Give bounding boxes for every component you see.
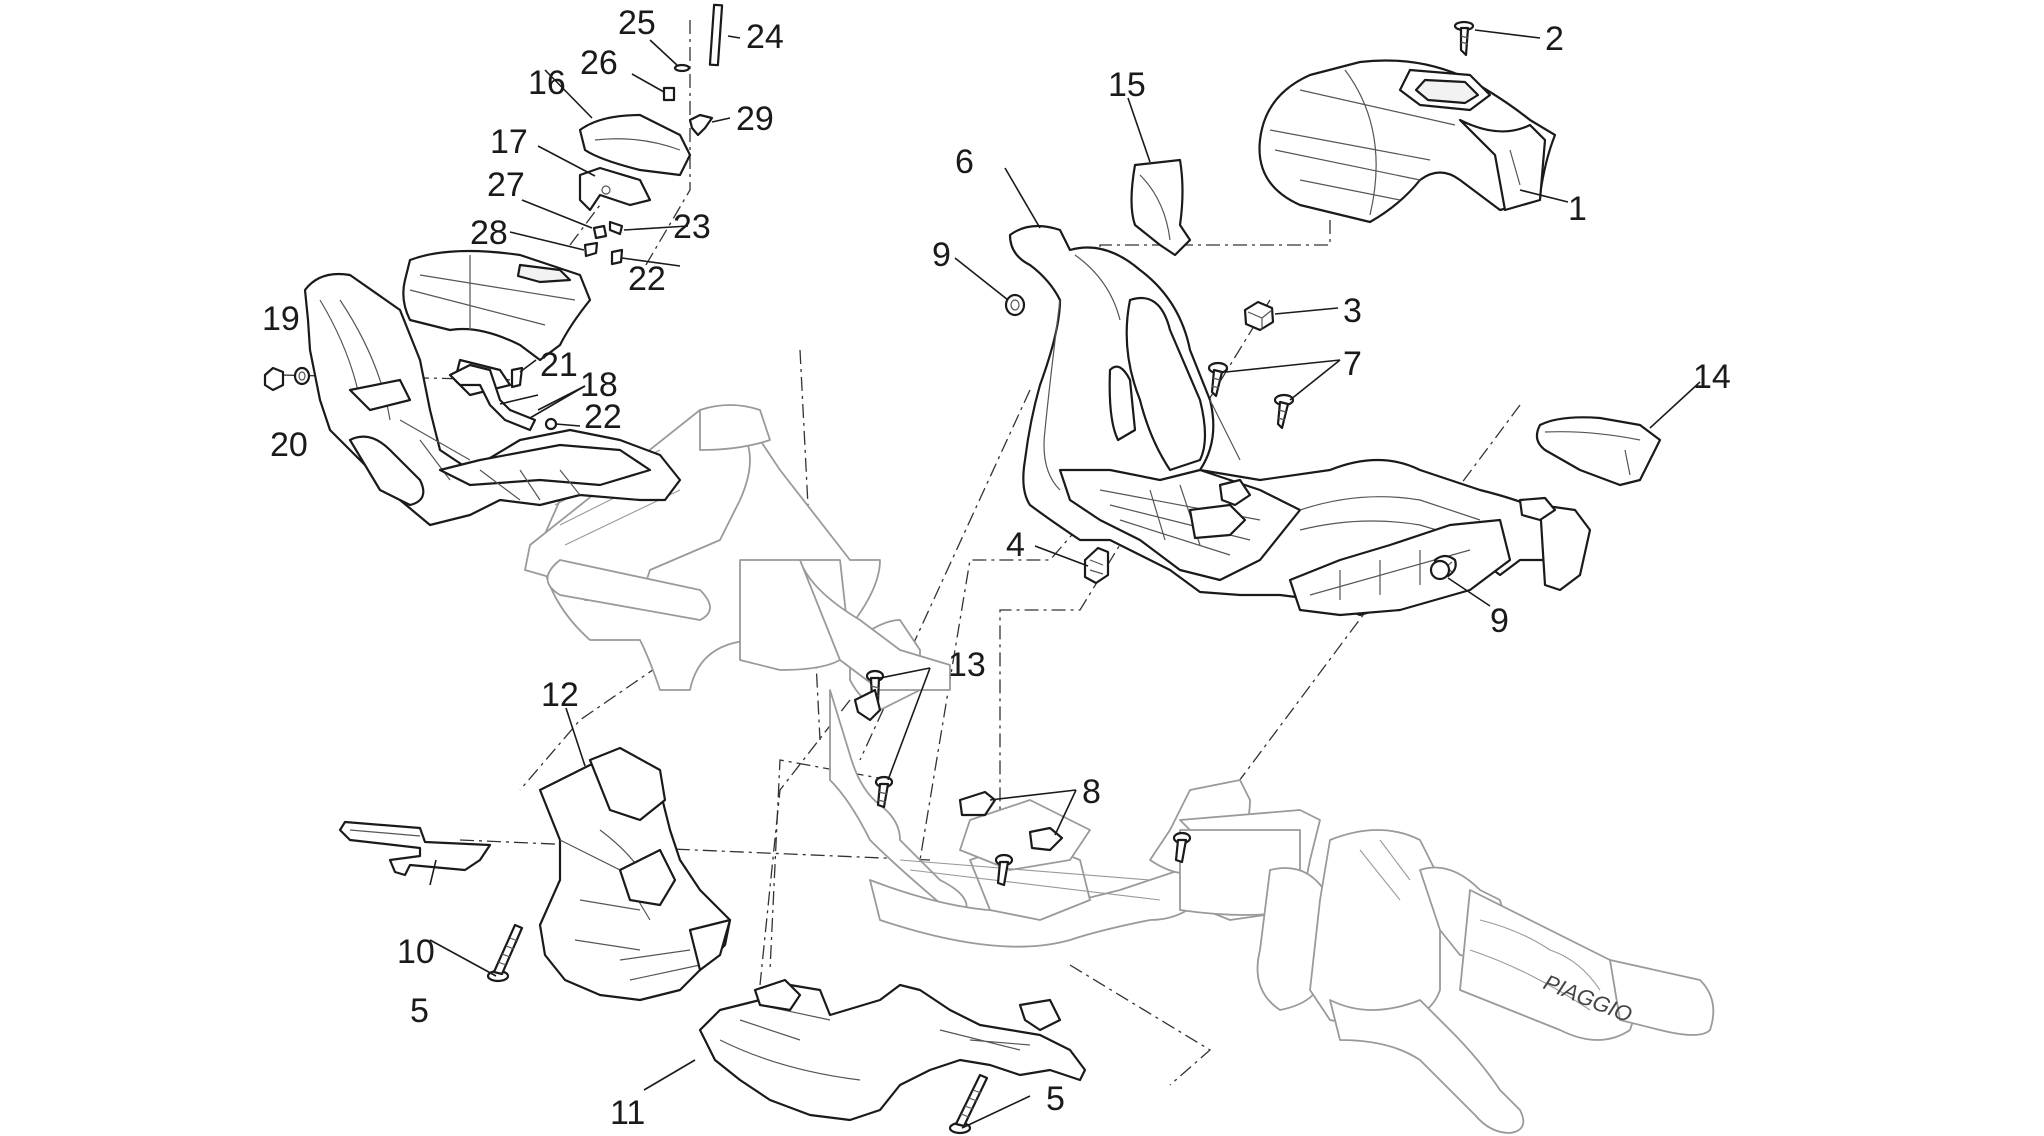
callout-15: 15 [1108, 66, 1146, 104]
callout-12: 12 [541, 676, 579, 714]
callout-27: 27 [487, 166, 525, 204]
part-15-small-cover [1130, 158, 1192, 257]
part-10-plate [338, 820, 492, 877]
callout-2: 2 [1545, 20, 1564, 58]
part-13-screws [853, 669, 1192, 887]
callout-11: 11 [610, 1094, 645, 1132]
callout-26: 26 [580, 44, 618, 82]
callout-24: 24 [746, 18, 784, 56]
right-control-assembly: PIAGGIO [1179, 809, 1715, 1134]
callout-22-bottom: 22 [584, 398, 622, 436]
callout-25: 25 [618, 4, 656, 42]
callout-3: 3 [1343, 292, 1362, 330]
callout-22-top: 22 [628, 260, 666, 298]
part-2-screw [1453, 20, 1475, 57]
part-24-pin [708, 3, 724, 67]
callout-28: 28 [470, 214, 508, 252]
part-26-spacer [662, 86, 676, 102]
part-9-grommets [1004, 293, 1451, 581]
callout-5-left: 5 [410, 992, 429, 1030]
callout-18: 18 [580, 366, 618, 404]
callout-7: 7 [1343, 345, 1362, 383]
callout-21: 21 [540, 346, 578, 384]
part-29-clip [688, 113, 714, 137]
part-17-bracket [578, 166, 652, 212]
part-3-nut [1243, 300, 1275, 332]
part-21-screw [510, 366, 524, 389]
part-18-bracket [448, 363, 537, 432]
callout-6: 6 [955, 143, 974, 181]
callout-9-bottom: 9 [1490, 602, 1509, 640]
part-8-clips [958, 790, 1064, 852]
part-6-rear-handlebar-cover [1008, 224, 1592, 617]
part-14-right-end-cap [1535, 416, 1662, 487]
callout-14: 14 [1693, 358, 1731, 396]
callout-16: 16 [528, 64, 566, 102]
callout-13: 13 [948, 646, 986, 684]
part-4-clip [1083, 546, 1110, 585]
part-27-nut [592, 224, 608, 240]
part-11-lower-cover [698, 978, 1087, 1122]
callout-10: 10 [397, 933, 435, 971]
callout-1: 1 [1568, 190, 1587, 228]
part-19-nut [263, 366, 285, 392]
part-16-brake-lever-cover [578, 113, 692, 177]
part-12-front-cover [538, 746, 732, 1002]
part-1-handlebar-top-cover [1258, 59, 1557, 224]
callout-8: 8 [1082, 773, 1101, 811]
part-23-screw [608, 220, 624, 236]
leader-lines [429, 29, 1701, 1129]
part-28-screw [583, 241, 599, 258]
part-20-washer [293, 366, 311, 386]
callout-23: 23 [673, 208, 711, 246]
callout-9-top: 9 [932, 236, 951, 274]
callout-4: 4 [1006, 526, 1025, 564]
callout-19: 19 [262, 300, 300, 338]
part-7-screws [1207, 361, 1295, 430]
callout-29: 29 [736, 100, 774, 138]
callout-labels: 1 2 3 4 5 5 6 7 8 9 9 10 11 12 13 14 15 … [262, 4, 1731, 1132]
callout-5-right: 5 [1046, 1080, 1065, 1118]
left-handlebar-cover-assembly [303, 249, 682, 527]
callout-17: 17 [490, 123, 528, 161]
part-25-washer [673, 63, 691, 73]
callout-20: 20 [270, 426, 308, 464]
